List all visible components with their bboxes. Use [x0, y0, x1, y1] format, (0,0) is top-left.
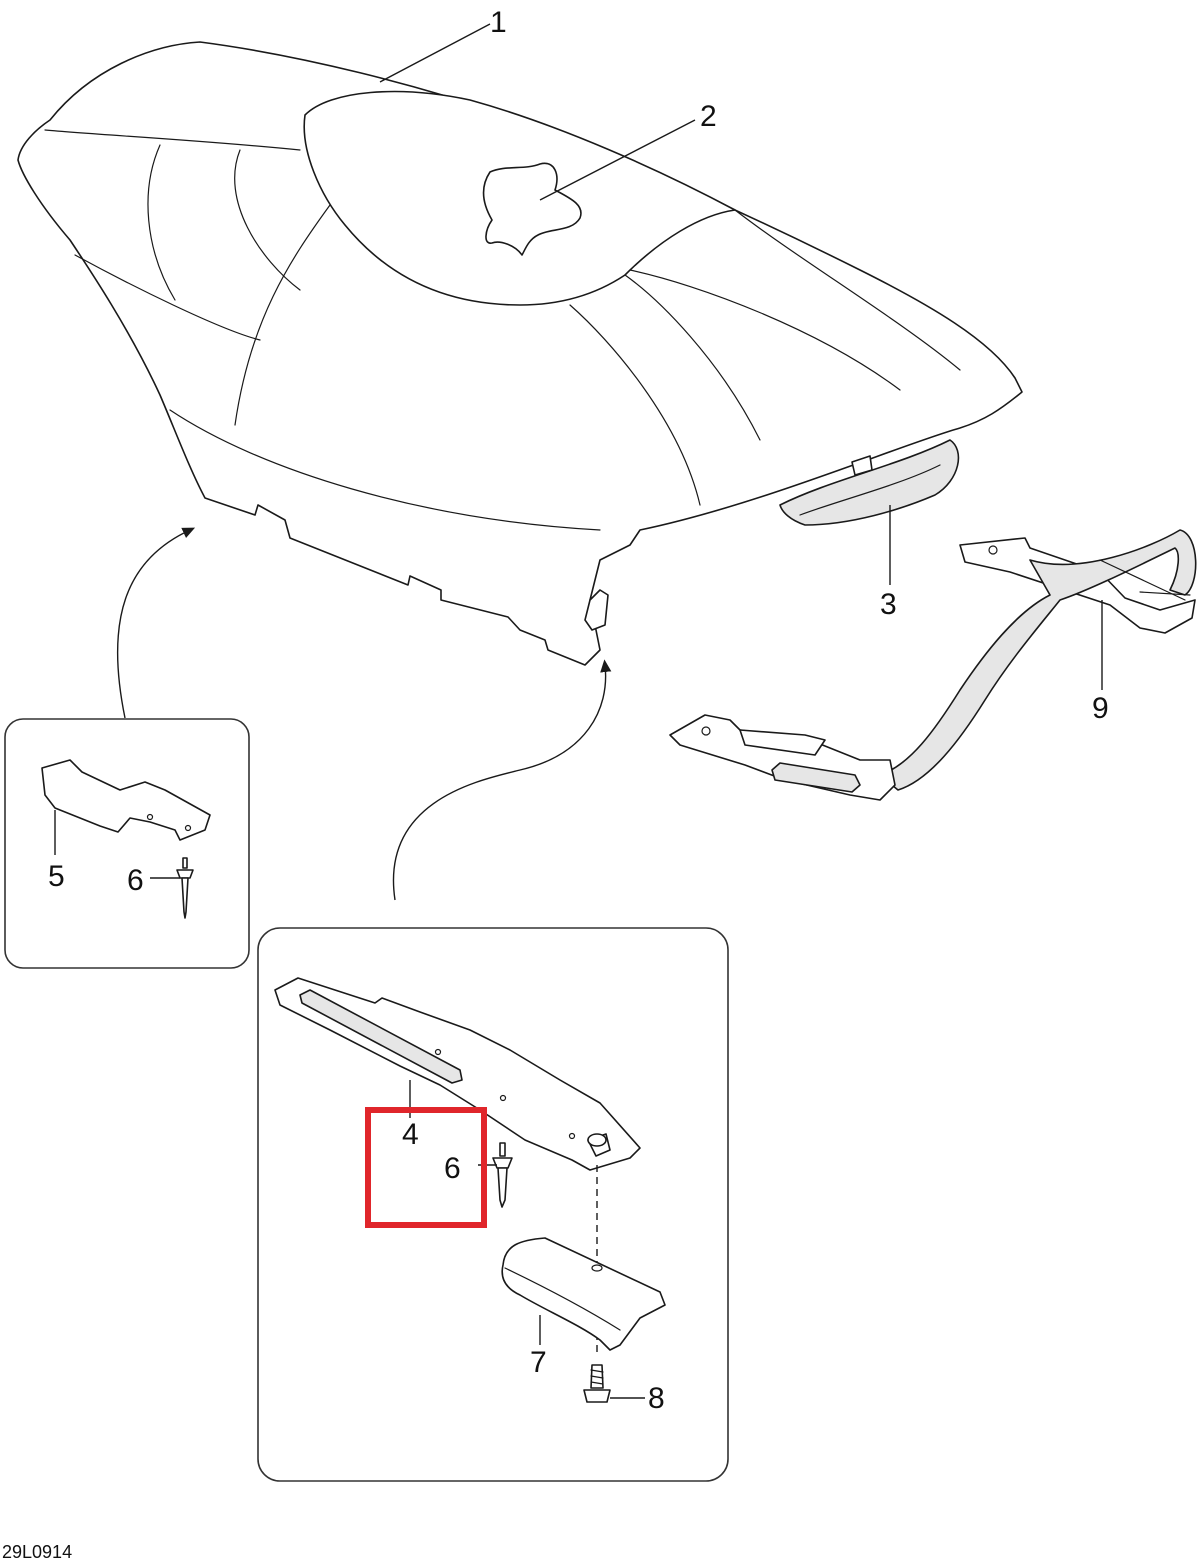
callout-6-inset-1: 6: [127, 864, 144, 897]
rivet-6-inset-2: [492, 1142, 513, 1208]
callout-4: 4: [402, 1118, 419, 1151]
inset-rail-4: [257, 927, 729, 1482]
bracket-5: [41, 759, 211, 841]
callout-5: 5: [48, 860, 65, 893]
rivet-6-inset-1: [176, 857, 194, 919]
highlight-box: [365, 1107, 487, 1228]
callout-7: 7: [530, 1346, 547, 1379]
inset-bracket-5: [4, 718, 250, 969]
callout-9: 9: [1092, 692, 1109, 725]
seat: [17, 41, 1023, 666]
callout-1: 1: [490, 6, 507, 39]
seat-frame: [669, 529, 1197, 801]
callout-6-inset-2: 6: [444, 1152, 461, 1185]
clip-7: [501, 1237, 666, 1351]
callout-3: 3: [880, 588, 897, 621]
rail-4: [274, 977, 641, 1171]
callout-2: 2: [700, 100, 717, 133]
callout-8: 8: [648, 1382, 665, 1415]
drawing-code: 29L0914: [2, 1542, 72, 1562]
screw-8: [583, 1364, 611, 1403]
